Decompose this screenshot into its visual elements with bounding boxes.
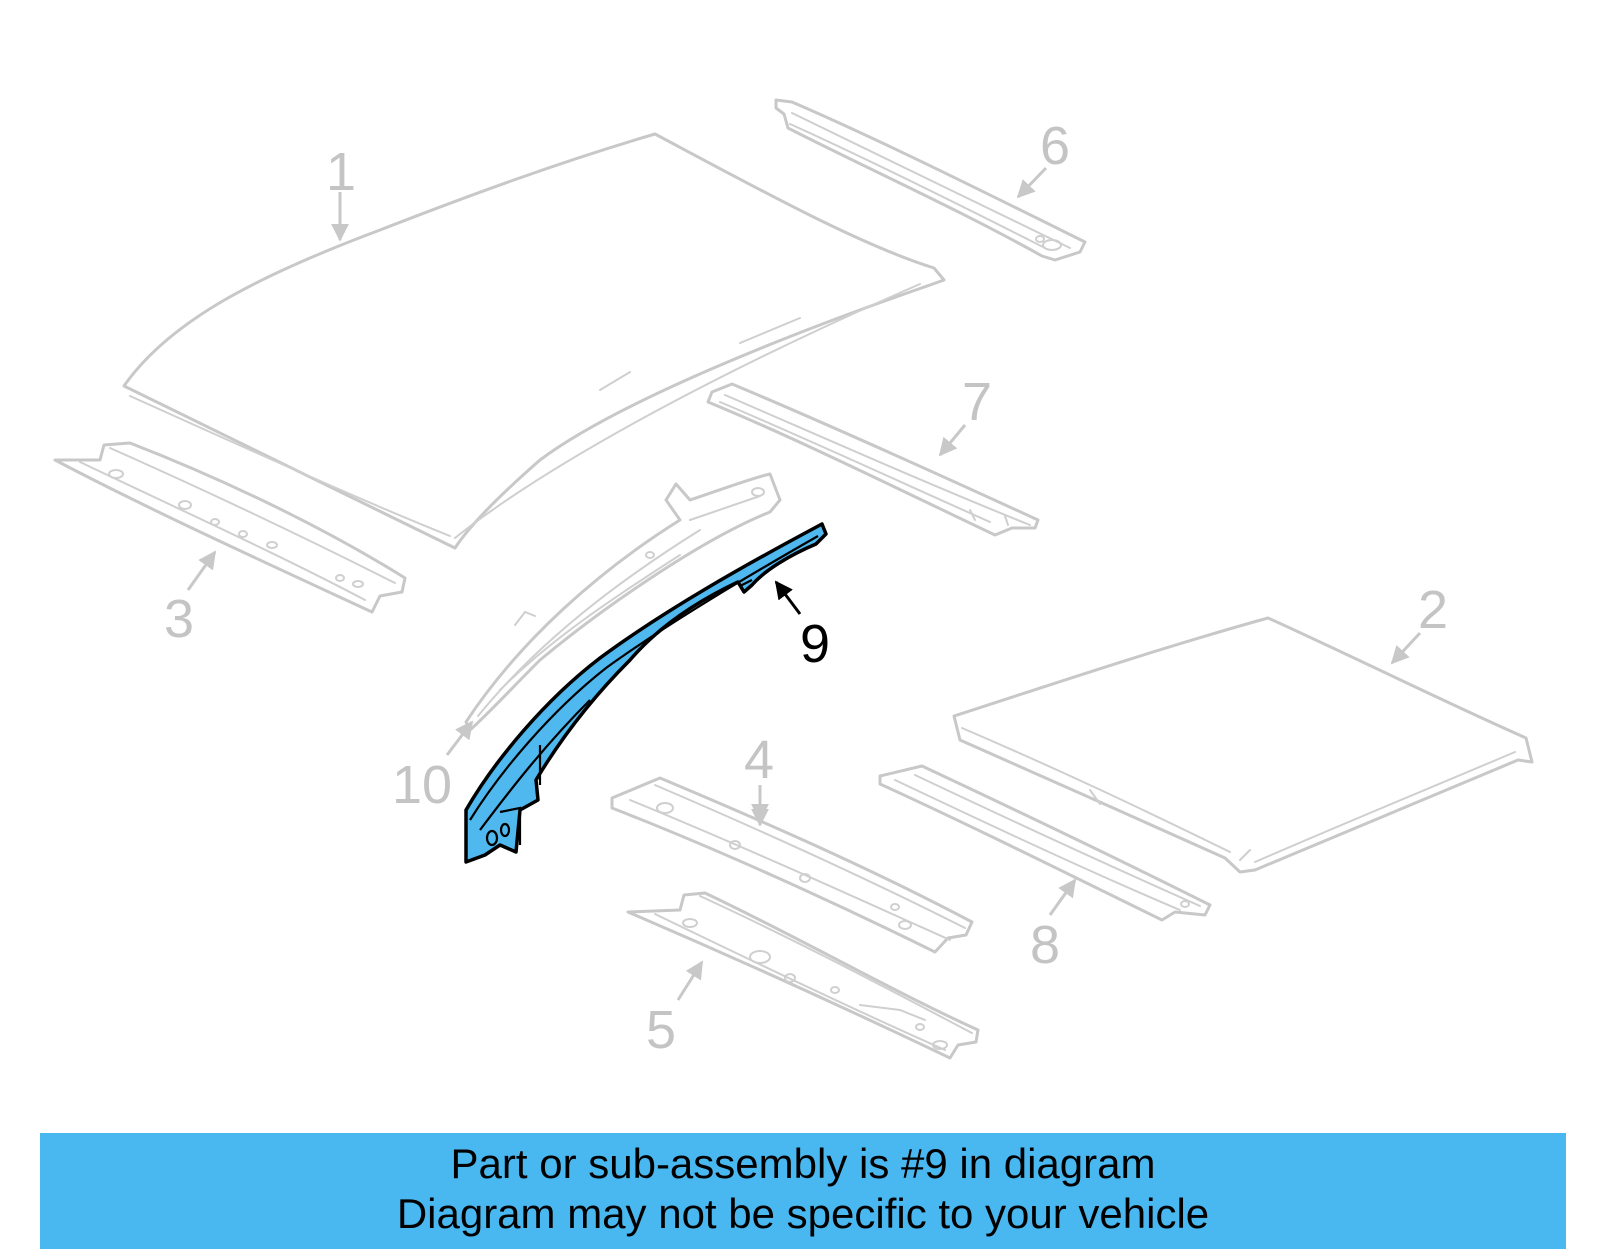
parts-diagram: 1 2 3 4 5 6 7 8 9 10 [53, 98, 1534, 1060]
rear-header-part-8[interactable] [878, 764, 1212, 922]
front-header-part-3[interactable] [53, 441, 407, 614]
callout-5: 5 [646, 1000, 676, 1060]
rear-roof-panel-part-2[interactable] [952, 616, 1534, 874]
banner-line-2: Diagram may not be specific to your vehi… [396, 1190, 1210, 1237]
roof-rail-part-6[interactable] [774, 98, 1087, 262]
callout-leaders [186, 166, 1422, 1001]
banner-line-1: Part or sub-assembly is #9 in diagram [450, 1140, 1156, 1187]
callout-numbers: 1 2 3 4 5 6 7 8 9 10 [164, 116, 1448, 1060]
roof-bow-part-4[interactable] [610, 776, 974, 954]
callout-1: 1 [326, 142, 356, 202]
rear-header-part-5[interactable] [626, 891, 980, 1060]
callout-2: 2 [1418, 580, 1448, 640]
callout-8: 8 [1030, 915, 1060, 975]
callout-7: 7 [962, 372, 992, 432]
callout-4: 4 [744, 730, 774, 790]
roof-panel-part-1[interactable] [122, 132, 946, 550]
callout-6: 6 [1040, 116, 1070, 176]
callout-9: 9 [800, 614, 830, 674]
side-rail-part-9-highlighted[interactable] [464, 522, 828, 864]
roof-bow-part-7[interactable] [706, 382, 1040, 537]
info-banner: Part or sub-assembly is #9 in diagram Di… [40, 1133, 1566, 1249]
callout-10: 10 [392, 755, 452, 815]
callout-3: 3 [164, 589, 194, 649]
side-rail-part-10[interactable] [464, 472, 782, 732]
